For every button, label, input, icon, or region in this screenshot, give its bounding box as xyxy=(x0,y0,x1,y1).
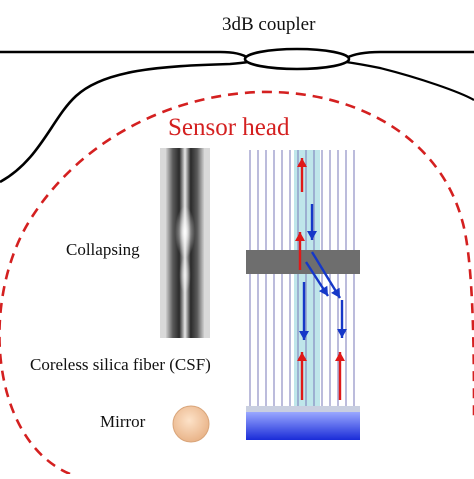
blue-arrow-down-left xyxy=(299,282,309,340)
coupler-ellipse xyxy=(243,47,351,71)
fiber-network xyxy=(0,47,474,184)
blue-arrow-diagonal-2 xyxy=(304,261,330,297)
mirror-layer xyxy=(246,406,360,414)
blue-arrow-down-top xyxy=(307,204,317,240)
upper-fiber-line-right xyxy=(345,50,474,60)
cladding-lines xyxy=(249,150,355,408)
mirror-substrate xyxy=(246,412,360,440)
csf-label: Coreless silica fiber (CSF) xyxy=(30,355,211,374)
sensor-dashed-outline xyxy=(0,90,474,476)
collapsing-label: Collapsing xyxy=(66,240,140,259)
coupler-label: 3dB coupler xyxy=(222,14,316,35)
sensor-schematic xyxy=(246,150,360,440)
mirror-disc xyxy=(172,405,210,443)
red-arrow-up-left xyxy=(297,352,307,400)
lower-fiber-lead xyxy=(0,60,249,184)
blue-arrow-diagonal xyxy=(310,251,342,299)
light-path-arrows xyxy=(295,158,347,400)
upper-fiber-line xyxy=(0,50,249,60)
mirror-label: Mirror xyxy=(100,412,146,431)
red-arrow-up-right xyxy=(335,352,345,400)
output-fiber-right xyxy=(345,60,474,101)
red-arrow-up-mid xyxy=(295,232,305,270)
blue-arrow-down-right xyxy=(337,300,347,338)
sensor-head-label: Sensor head xyxy=(168,114,290,141)
red-arrow-up-top xyxy=(297,158,307,192)
collapse-band xyxy=(246,250,360,274)
collapsing-fiber-image xyxy=(160,148,210,338)
